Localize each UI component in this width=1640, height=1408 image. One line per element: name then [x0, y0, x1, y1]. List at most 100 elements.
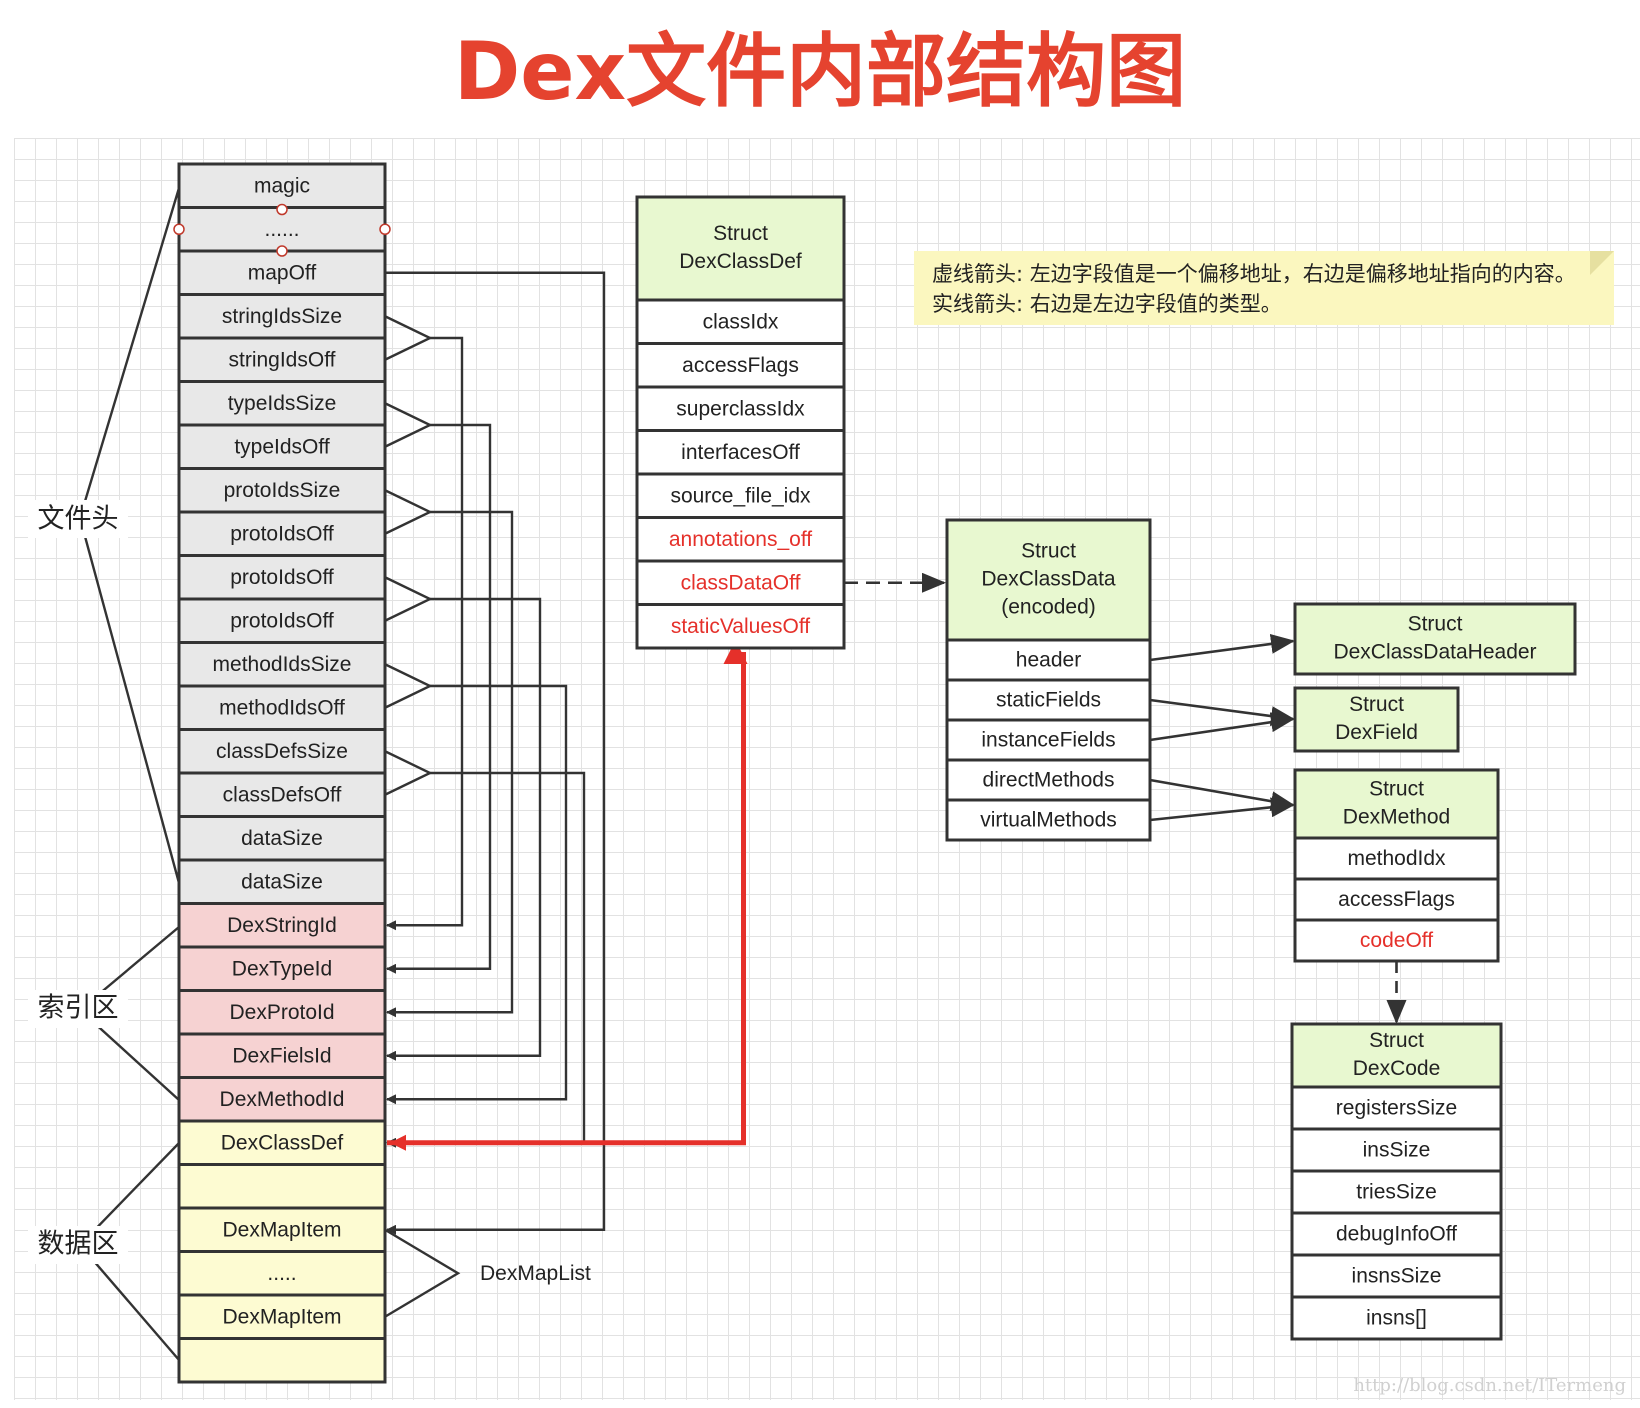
dex-code-field: debugInfoOff	[1336, 1223, 1457, 1246]
note-line-solid: 实线箭头: 右边是左边字段值的类型。	[932, 292, 1282, 316]
left-cell-label: DexMapItem	[222, 1305, 341, 1328]
left-cell-rect	[177, 1032, 387, 1079]
pair-bracket	[384, 315, 433, 361]
directmethods-arrow	[1149, 778, 1295, 812]
maplist-bracket	[384, 1228, 461, 1318]
left-cell-label: DexTypeId	[232, 957, 332, 980]
pair-bracket	[384, 402, 433, 448]
pair-bracket	[384, 489, 433, 535]
mapoff-arrow	[385, 271, 606, 1235]
left-cell-label: DexProtoId	[229, 1001, 334, 1024]
diagram-title: Dex文件内部结构图	[453, 25, 1187, 118]
section-label-index: 索引区	[38, 993, 119, 1024]
class-def-field: interfacesOff	[681, 441, 800, 464]
dex-code-field: triesSize	[1356, 1181, 1437, 1204]
dex-code-field-rect	[1290, 1253, 1503, 1299]
class-def-header-text: Struct	[713, 222, 768, 245]
left-cell-label: classDefsOff	[223, 783, 342, 806]
class-def-field: source_file_idx	[670, 484, 811, 507]
left-cell-label: magic	[254, 174, 310, 197]
left-cell-rect	[177, 249, 387, 296]
class-def-field: superclassIdx	[676, 397, 805, 420]
pair-bracket	[384, 576, 433, 622]
note-fold-corner	[1590, 251, 1614, 275]
instancefields-arrow	[1149, 712, 1295, 742]
pair-arrow	[386, 510, 514, 1018]
class-def-field: classIdx	[703, 310, 779, 333]
left-cell-rect	[177, 1163, 387, 1210]
left-cell-label: mapOff	[248, 261, 317, 284]
struct-boxes: magic......mapOffstringIdsSizestringIdsO…	[173, 162, 1577, 1384]
label-bg	[28, 500, 128, 538]
left-cell-rect	[177, 902, 387, 949]
class-def-field-rect	[635, 472, 846, 519]
left-cell-rect	[177, 1293, 387, 1340]
left-cell-rect	[177, 858, 387, 905]
virtualmethods-arrow	[1149, 797, 1295, 822]
dex-code-field: insns[]	[1366, 1307, 1427, 1330]
class-def-field-rect	[635, 429, 846, 476]
left-cell-rect	[177, 989, 387, 1036]
dex-field-header-text: Struct	[1349, 693, 1404, 716]
left-cell-rect	[177, 1206, 387, 1253]
class-data-field-rect	[945, 638, 1152, 682]
class-def-field: staticValuesOff	[671, 615, 810, 638]
left-cell-label: protoIdsSize	[224, 479, 341, 502]
pair-arrow	[386, 684, 568, 1105]
left-cell-label: methodIdsSize	[213, 653, 352, 676]
pair-arrow	[386, 336, 464, 931]
class-data-field: staticFields	[996, 689, 1101, 712]
dex-method-header-text: DexMethod	[1343, 806, 1450, 829]
handle-dot	[379, 223, 391, 235]
watermark: http://blog.csdn.net/ITermeng	[1353, 1375, 1626, 1396]
dex-code-field: insnsSize	[1352, 1265, 1442, 1288]
label-bg	[28, 1226, 128, 1264]
class-def-field-rect	[635, 298, 846, 345]
left-cell-label: dataSize	[241, 870, 323, 893]
class-data-header-header-rect	[1293, 602, 1577, 676]
dex-method-header-rect	[1293, 768, 1500, 840]
dex-method-field: methodIdx	[1347, 847, 1446, 870]
class-data-field: header	[1016, 649, 1081, 672]
left-cell-label: typeIdsOff	[234, 435, 329, 458]
class-data-header-rect	[945, 518, 1152, 642]
dex-method-header-text: Struct	[1369, 778, 1424, 801]
class-data-header-header-text: Struct	[1408, 613, 1463, 636]
left-cell-label: classDefsSize	[216, 740, 348, 763]
class-data-field-rect	[945, 678, 1152, 722]
classdef-red-arrow	[387, 640, 748, 1146]
left-cell-label: DexMethodId	[220, 1088, 345, 1111]
dex-method-field-rect	[1293, 836, 1500, 881]
dex-field-header-rect	[1293, 686, 1460, 753]
left-cell-label: .....	[267, 1262, 296, 1285]
pair-arrow	[386, 423, 492, 974]
left-cell-label: ......	[264, 218, 299, 241]
left-cell-label: protoIdsOff	[230, 566, 334, 589]
section-label-header: 文件头	[38, 504, 119, 535]
left-cell-rect	[177, 423, 387, 470]
left-cell-label: dataSize	[241, 827, 323, 850]
label-bg	[28, 990, 128, 1028]
pair-arrow	[386, 597, 542, 1061]
left-cell-rect	[177, 293, 387, 340]
left-cell-label: stringIdsSize	[222, 305, 342, 328]
left-cell-rect	[177, 1337, 387, 1384]
class-def-field-rect	[635, 385, 846, 432]
dex-method-field-rect	[1293, 877, 1500, 922]
left-cell-rect	[177, 380, 387, 427]
handle-dot	[173, 223, 185, 235]
left-cell-label: methodIdsOff	[219, 696, 345, 719]
class-data-header-header-text: DexClassDataHeader	[1333, 641, 1536, 664]
class-data-header-text: Struct	[1021, 540, 1076, 563]
left-cell-rect	[177, 336, 387, 383]
class-data-field-rect	[945, 798, 1152, 842]
class-def-field-rect	[635, 516, 846, 563]
left-cell-label: protoIdsOff	[230, 609, 334, 632]
left-cell-label: protoIdsOff	[230, 522, 334, 545]
class-data-field-rect	[945, 758, 1152, 802]
class-data-field: virtualMethods	[980, 809, 1117, 832]
pair-arrow	[386, 771, 586, 1148]
connector-lines	[78, 187, 1407, 1361]
